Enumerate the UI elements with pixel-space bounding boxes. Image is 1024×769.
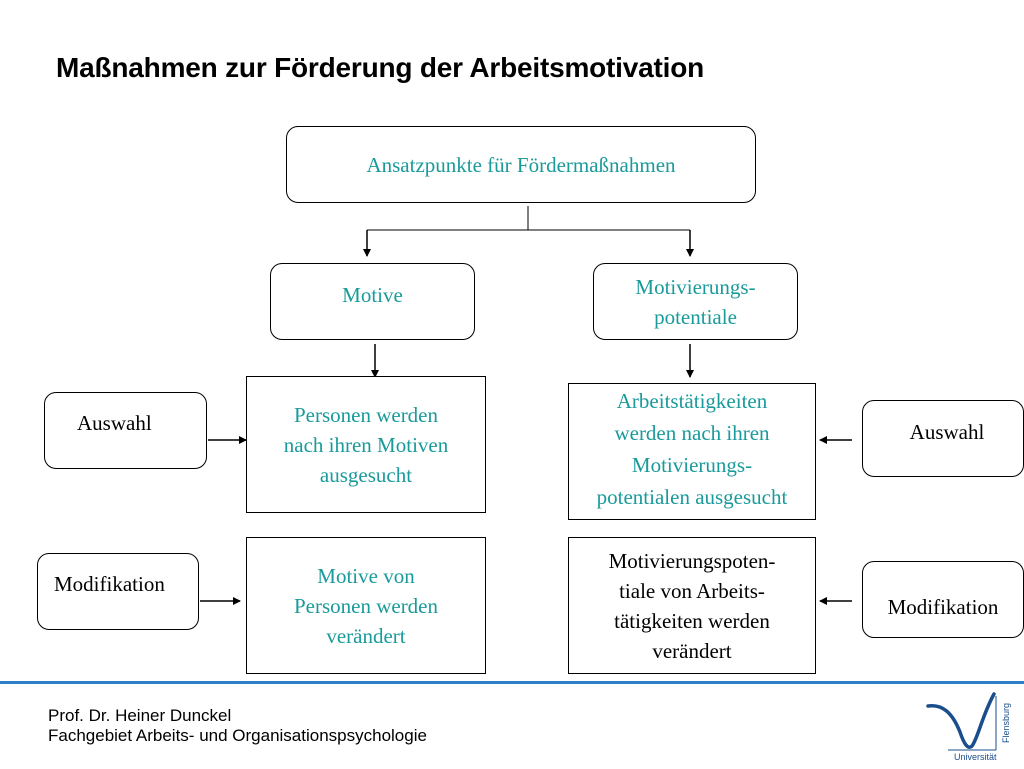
potentials-label-line-2: potentiale <box>654 305 737 329</box>
motive-label: Motive <box>342 283 403 307</box>
potentials-label-line-1: Motivierungs- <box>635 275 756 299</box>
left-auswahl-label: Auswahl <box>77 410 152 435</box>
left-selection-line-1: Personen werden <box>293 402 439 427</box>
right-selection-line-4: potentialen ausgesucht <box>596 485 788 509</box>
footer: Prof. Dr. Heiner Dunckel Fachgebiet Arbe… <box>48 706 427 746</box>
university-logo: Flensburg Universität <box>924 688 1012 764</box>
right-modifikation-box: Modifikation <box>862 561 1024 638</box>
right-modifikation-label: Modifikation <box>887 594 999 619</box>
right-modification-box: Motivierungspoten- tiale von Arbeits- tä… <box>568 537 816 674</box>
left-selection-line-3: ausgesucht <box>319 462 413 487</box>
logo-swoosh-icon <box>926 692 997 751</box>
right-modification-line-4: verändert <box>652 638 732 663</box>
footer-author: Prof. Dr. Heiner Dunckel <box>48 706 232 725</box>
left-selection-box: Personen werden nach ihren Motiven ausge… <box>246 376 486 513</box>
footer-department: Fachgebiet Arbeits- und Organisationspsy… <box>48 726 427 745</box>
right-modification-line-1: Motivierungspoten- <box>608 548 776 573</box>
root-label: Ansatzpunkte für Fördermaßnahmen <box>366 152 676 177</box>
left-auswahl-box: Auswahl <box>44 392 207 469</box>
right-selection-line-2: werden nach ihren <box>614 421 770 445</box>
left-modification-line-1: Motive von <box>317 563 415 588</box>
left-modification-line-2: Personen werden <box>293 593 439 618</box>
left-modification-line-3: verändert <box>326 623 406 648</box>
potentials-box: Motivierungs- potentiale <box>593 263 798 340</box>
right-auswahl-box: Auswahl <box>862 400 1024 477</box>
motive-box: Motive <box>270 263 475 340</box>
root-box: Ansatzpunkte für Fördermaßnahmen <box>286 126 756 203</box>
right-auswahl-label: Auswahl <box>909 419 985 444</box>
right-modification-line-2: tiale von Arbeits- <box>619 578 765 603</box>
logo-text-universitaet: Universität <box>954 752 997 762</box>
right-selection-line-1: Arbeitstätigkeiten <box>616 389 768 413</box>
right-modification-line-3: tätigkeiten werden <box>614 608 770 633</box>
left-modifikation-label: Modifikation <box>54 571 165 596</box>
right-selection-line-3: Motivierungs- <box>631 453 753 477</box>
footer-rule <box>0 681 1024 684</box>
left-modifikation-box: Modifikation <box>37 553 199 630</box>
left-selection-line-2: nach ihren Motiven <box>283 432 449 457</box>
logo-text-flensburg: Flensburg <box>1001 702 1012 744</box>
page-title: Maßnahmen zur Förderung der Arbeitsmotiv… <box>56 52 705 83</box>
right-selection-box: Arbeitstätigkeiten werden nach ihren Mot… <box>568 383 816 520</box>
left-modification-box: Motive von Personen werden verändert <box>246 537 486 674</box>
